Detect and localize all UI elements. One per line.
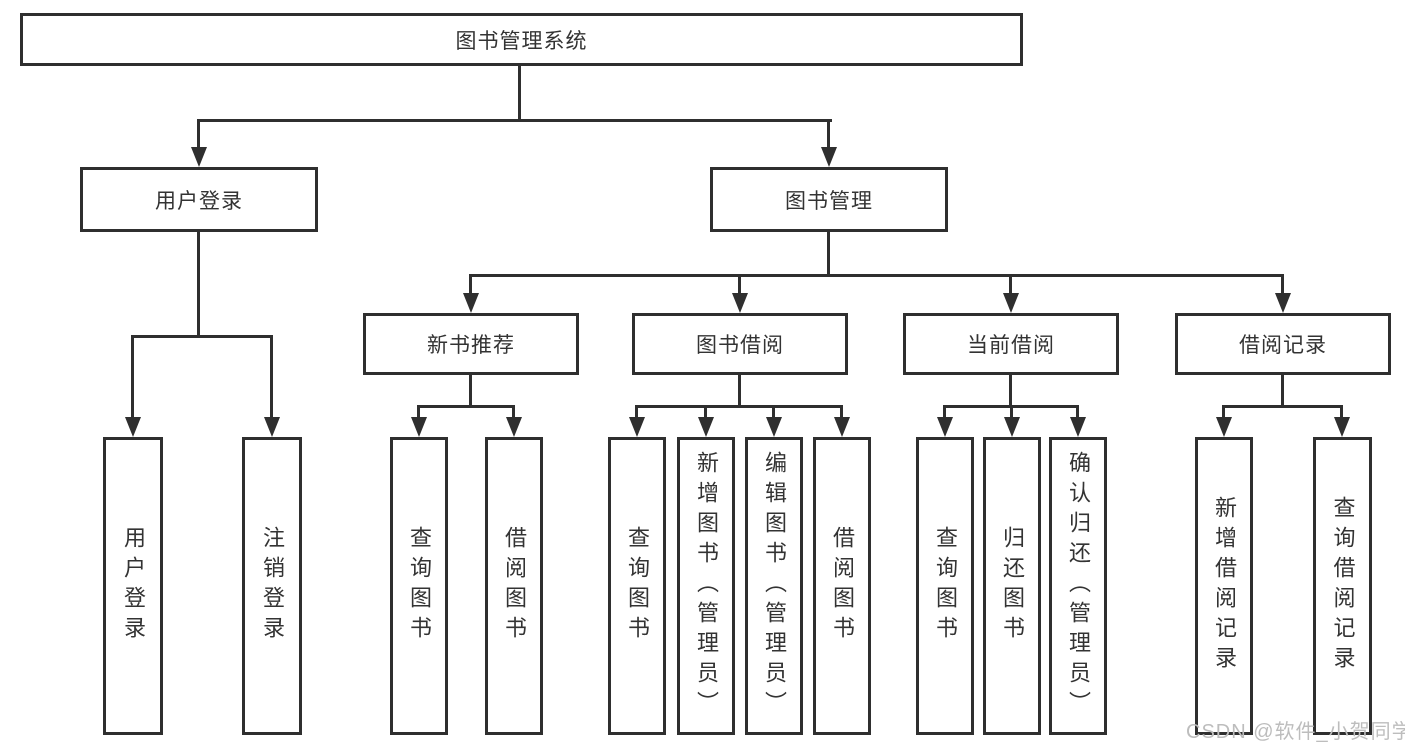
node-label: 借阅记录: [1239, 334, 1327, 357]
node-label: 借阅图书: [830, 526, 855, 646]
arrow-down-icon: [766, 417, 782, 437]
node-library-system: 图书管理系统: [20, 13, 1023, 66]
connector-line: [270, 335, 273, 419]
leaf-return-book: 归还图书: [983, 437, 1041, 735]
connector-line: [704, 405, 707, 419]
node-label: 注销登录: [260, 526, 285, 646]
arrow-down-icon: [698, 417, 714, 437]
node-label: 新增图书（管理员）: [694, 451, 719, 721]
connector-line: [131, 335, 134, 419]
leaf-add-borrow-record: 新增借阅记录: [1195, 437, 1253, 735]
arrow-down-icon: [1003, 293, 1019, 313]
node-label: 新增借阅记录: [1212, 496, 1237, 676]
leaf-logout: 注销登录: [242, 437, 302, 735]
connector-line: [518, 66, 521, 121]
connector-line: [1281, 375, 1284, 408]
node-label: 查询图书: [933, 526, 958, 646]
arrow-down-icon: [463, 293, 479, 313]
connector-line: [1009, 274, 1012, 296]
connector-line: [417, 405, 420, 419]
arrow-down-icon: [629, 417, 645, 437]
arrow-down-icon: [821, 147, 837, 167]
connector-line: [197, 119, 200, 149]
node-label: 确认归还（管理员）: [1066, 451, 1091, 721]
connector-line: [1340, 405, 1343, 419]
node-label: 查询借阅记录: [1330, 496, 1356, 676]
connector-line: [943, 405, 946, 419]
node-book-management: 图书管理: [710, 167, 948, 232]
node-label: 编辑图书（管理员）: [762, 451, 787, 721]
node-label: 用户登录: [155, 189, 243, 213]
leaf-add-book-admin: 新增图书（管理员）: [677, 437, 735, 735]
connector-line: [1009, 375, 1012, 408]
node-label: 图书借阅: [696, 334, 784, 357]
connector-line: [469, 274, 1283, 277]
arrow-down-icon: [1004, 417, 1020, 437]
connector-line: [635, 405, 638, 419]
connector-line: [1222, 405, 1225, 419]
node-label: 借阅图书: [502, 526, 527, 646]
connector-line: [738, 375, 741, 408]
connector-line: [512, 405, 515, 419]
connector-line: [738, 274, 741, 296]
leaf-query-books-borrowing: 查询图书: [608, 437, 666, 735]
node-label: 图书管理: [785, 189, 873, 213]
connector-line: [1076, 405, 1079, 419]
arrow-down-icon: [1216, 417, 1232, 437]
arrow-down-icon: [125, 417, 141, 437]
watermark: CSDN @软件_小贺同学: [1186, 721, 1405, 743]
node-borrowing-records: 借阅记录: [1175, 313, 1391, 375]
node-new-book-recommend: 新书推荐: [363, 313, 579, 375]
arrow-down-icon: [937, 417, 953, 437]
leaf-user-login: 用户登录: [103, 437, 163, 735]
node-label: 新书推荐: [427, 334, 515, 357]
connector-line: [197, 232, 200, 338]
node-label: 用户登录: [121, 526, 146, 646]
leaf-confirm-return-admin: 确认归还（管理员）: [1049, 437, 1107, 735]
arrow-down-icon: [411, 417, 427, 437]
arrow-down-icon: [191, 147, 207, 167]
connector-line: [827, 119, 830, 149]
node-label: 归还图书: [1000, 526, 1025, 646]
arrow-down-icon: [506, 417, 522, 437]
leaf-edit-book-admin: 编辑图书（管理员）: [745, 437, 803, 735]
connector-line: [417, 405, 515, 408]
arrow-down-icon: [264, 417, 280, 437]
connector-line: [1222, 405, 1343, 408]
arrow-down-icon: [732, 293, 748, 313]
connector-line: [469, 274, 472, 296]
leaf-borrow-books-recommend: 借阅图书: [485, 437, 543, 735]
connector-line: [827, 232, 830, 277]
leaf-borrow-books: 借阅图书: [813, 437, 871, 735]
arrow-down-icon: [1070, 417, 1086, 437]
arrow-down-icon: [1334, 417, 1350, 437]
node-label: 图书管理系统: [455, 29, 588, 53]
arrow-down-icon: [1275, 293, 1291, 313]
connector-line: [469, 375, 472, 408]
arrow-down-icon: [834, 417, 850, 437]
connector-line: [1281, 274, 1284, 296]
node-label: 当前借阅: [967, 334, 1055, 357]
leaf-query-books-current: 查询图书: [916, 437, 974, 735]
connector-line: [635, 405, 843, 408]
node-user-login: 用户登录: [80, 167, 318, 232]
node-current-borrowing: 当前借阅: [903, 313, 1119, 375]
node-label: 查询图书: [625, 526, 650, 646]
connector-line: [197, 119, 832, 122]
connector-line: [131, 335, 273, 338]
leaf-query-borrow-record: 查询借阅记录: [1313, 437, 1372, 735]
connector-line: [772, 405, 775, 419]
connector-line: [1010, 405, 1013, 419]
leaf-query-books-recommend: 查询图书: [390, 437, 448, 735]
node-label: 查询图书: [407, 526, 432, 646]
node-book-borrowing: 图书借阅: [632, 313, 848, 375]
connector-line: [840, 405, 843, 419]
